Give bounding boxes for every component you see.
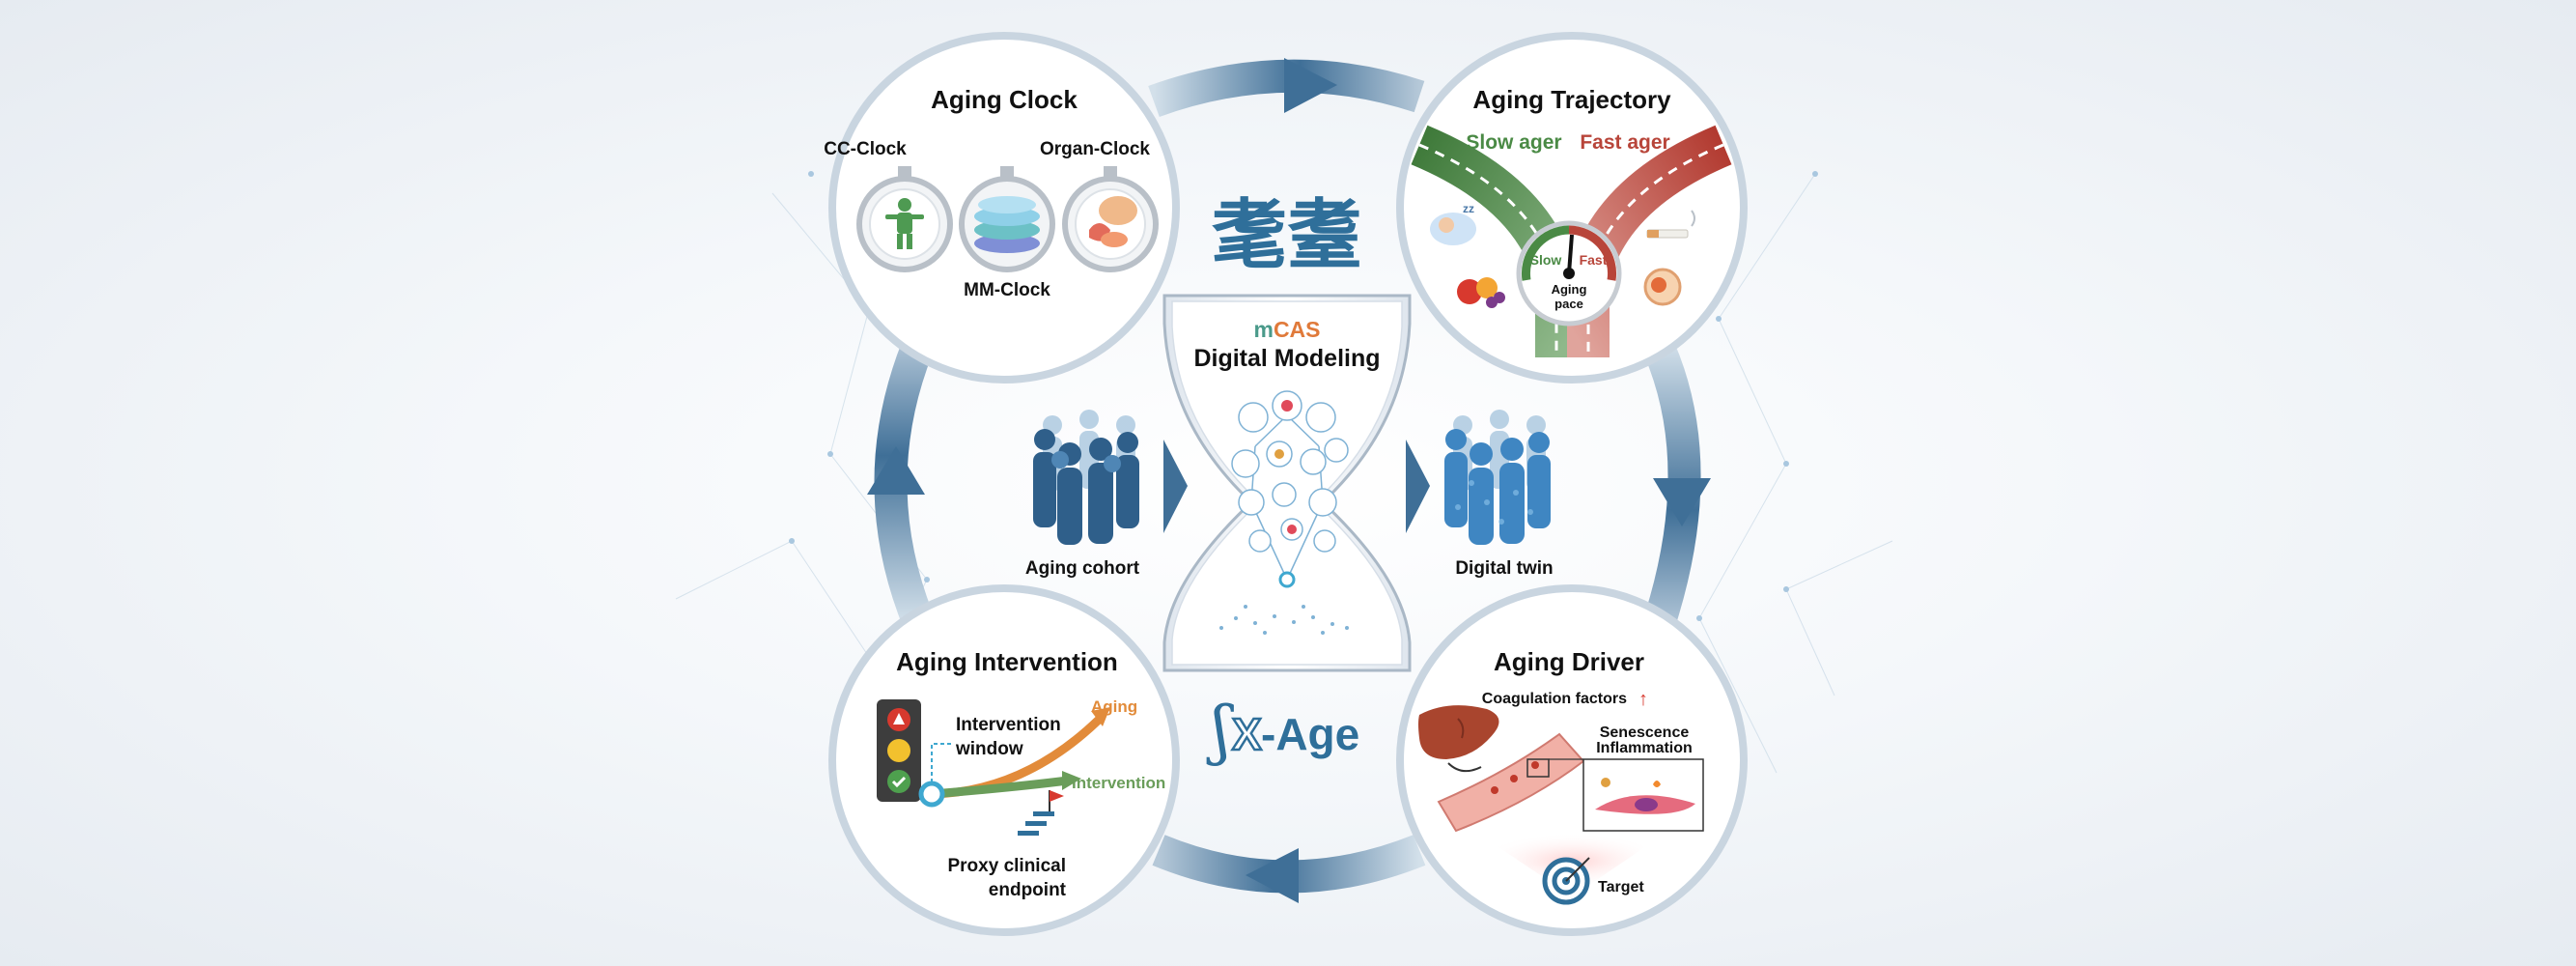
gauge-fast-label: Fast	[1580, 252, 1608, 268]
slow-ager-label: Slow ager	[1466, 131, 1561, 154]
background-nodes	[789, 171, 1818, 621]
gauge-slow-label: Slow	[1530, 252, 1562, 268]
ring-arrow-bottom	[1246, 848, 1299, 903]
mcas-suffix: CAS	[1274, 317, 1321, 342]
ring-arrow-top	[1284, 58, 1337, 113]
organ-clock-label: Organ-Clock	[1040, 139, 1150, 159]
inflammation-label: Inflammation	[1596, 740, 1693, 756]
aging-pace-gauge-icon: Slow Fast Aging pace	[1516, 220, 1622, 327]
aging-trajectory-title: Aging Trajectory	[1472, 85, 1671, 114]
cc-clock-label: CC-Clock	[824, 139, 907, 159]
svg-text:zz: zz	[1463, 202, 1474, 215]
cigarette-icon	[1646, 210, 1695, 239]
senescence-label: Senescence	[1600, 724, 1690, 741]
ring-arc-right	[1643, 341, 1701, 624]
traffic-light-icon	[877, 699, 921, 802]
mcas-prefix: m	[1253, 317, 1273, 342]
ring-arrow-right	[1653, 478, 1711, 526]
x-age-x: X	[1232, 709, 1262, 759]
gauge-aging-label: Aging	[1552, 282, 1587, 297]
intervention-window-label-1: Intervention	[956, 715, 1061, 735]
target-icon	[1542, 857, 1590, 905]
cc-clock-stopwatch-icon	[856, 166, 953, 272]
aging-trajectory-panel: Aging Trajectory Slow ager Fast ager Slo…	[1396, 32, 1748, 384]
senescent-cell-icon	[1582, 758, 1704, 832]
chinese-title: 耄耋	[1212, 191, 1362, 279]
junk-food-icon	[1643, 268, 1682, 306]
mm-clock-stopwatch-icon	[959, 166, 1055, 272]
digital-twin-label: Digital twin	[1455, 558, 1553, 579]
cohort-to-model-arrow	[1163, 440, 1188, 533]
model-to-twin-arrow	[1406, 440, 1430, 533]
proxy-endpoint-label-1: Proxy clinical	[947, 856, 1066, 876]
intervention-window-label-2: window	[955, 739, 1023, 759]
intervention-curve-label: Intervention	[1072, 774, 1165, 792]
intervention-point-icon	[918, 781, 945, 808]
particle-dots	[1219, 605, 1349, 635]
aging-curve-label: Aging	[1091, 697, 1137, 716]
aging-clock-title: Aging Clock	[931, 85, 1078, 114]
liver-icon	[1418, 705, 1499, 759]
coagulation-label: Coagulation factors	[1482, 691, 1627, 707]
aging-clock-panel: Aging Clock CC-Clock Organ-Clock	[824, 32, 1180, 384]
organ-clock-stopwatch-icon	[1062, 166, 1159, 272]
aging-cohort-label: Aging cohort	[1025, 558, 1140, 579]
aging-driver-panel: Aging Driver Coagulation factors ↑ Senes…	[1396, 584, 1748, 936]
fast-ager-label: Fast ager	[1580, 131, 1669, 154]
stairs-flag-icon	[1018, 790, 1064, 836]
digital-modeling-title: Digital Modeling	[1193, 345, 1380, 372]
mcas-label: mCAS	[1253, 317, 1320, 342]
x-age-text: -Age	[1261, 709, 1359, 759]
fruit-icon	[1457, 277, 1505, 308]
target-label: Target	[1598, 879, 1644, 895]
cycle-ring	[867, 58, 1711, 903]
gauge-pace-label: pace	[1554, 297, 1583, 311]
aging-intervention-title: Aging Intervention	[896, 647, 1118, 676]
coagulation-up-arrow: ↑	[1638, 689, 1648, 710]
mm-clock-label: MM-Clock	[964, 280, 1050, 300]
aging-intervention-panel: Aging Intervention Intervention window A…	[828, 584, 1180, 936]
proxy-endpoint-label-2: endpoint	[989, 880, 1067, 900]
ring-arrow-left	[867, 446, 925, 495]
center-hourglass: mCAS Digital Modeling	[1162, 294, 1412, 672]
x-age-integral: ʃ	[1206, 693, 1234, 767]
intervention-curve	[931, 776, 1069, 799]
modeling-network-icon	[1231, 390, 1349, 588]
aging-driver-title: Aging Driver	[1494, 647, 1644, 676]
aging-cohort-icon	[1033, 410, 1139, 545]
digital-twin-icon	[1444, 410, 1551, 545]
x-age-logo: ʃ X -Age	[1206, 693, 1359, 767]
sleep-icon: zz	[1430, 202, 1476, 245]
